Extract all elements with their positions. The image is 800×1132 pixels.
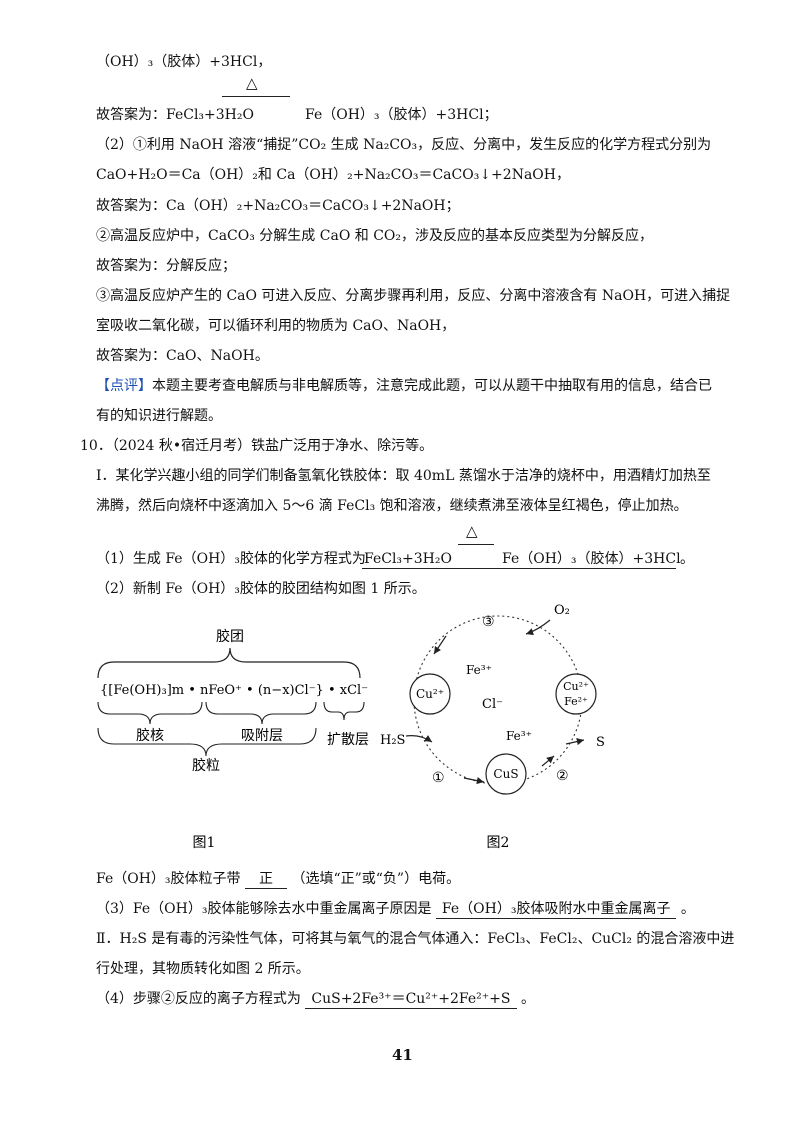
part-1-line-a: Ⅰ．某化学兴趣小组的同学们制备氢氧化铁胶体：取 40mL 蒸馏水于洁净的烧杯中，… [96, 468, 711, 484]
step-3-label: ③ [482, 614, 495, 630]
sub-question-1-end: 。 [680, 551, 694, 567]
question-2-line-4a: ③高温反应炉产生的 CaO 可进入反应、分离步骤再利用，反应、分离中溶液含有 N… [96, 288, 731, 304]
sub-question-1-answer-right: Fe（OH）₃（胶体）+3HCl [502, 551, 681, 567]
sulfur-label: S [596, 735, 605, 750]
charge-question: Fe（OH）₃胶体粒子带 正 （选填“正”或“负”）电荷。 [96, 869, 460, 889]
figure-2-cycle-diagram: O₂ ③ Fe³⁺ Cu²⁺ Cl⁻ Cu²⁺ Fe²⁺ H₂S Fe³⁺ S … [380, 603, 605, 850]
part-1-line-b: 沸腾，然后向烧杯中逐滴加入 5～6 滴 FeCl₃ 饱和溶液，继续煮沸至液体呈红… [96, 498, 688, 514]
micelle-formula: {[Fe(OH)₃]m • nFeO⁺ • (n−x)Cl⁻} • xCl⁻ [100, 683, 368, 698]
particle-label: 胶粒 [192, 757, 220, 774]
sub-question-4: （4）步骤②反应的离子方程式为 CuS+2Fe³⁺＝Cu²⁺+2Fe²⁺+S 。 [96, 989, 535, 1009]
question-2-line-4b: 室吸收二氧化碳，可以循环利用的物质为 CaO、NaOH， [96, 318, 456, 334]
question-2-line-1: （2）①利用 NaOH 溶液“捕捉”CO₂ 生成 Na₂CO₃，反应、分离中，发… [96, 137, 712, 153]
core-brace [97, 701, 203, 725]
h2s-arrow [405, 735, 433, 743]
fe3-top-label: Fe³⁺ [466, 663, 492, 677]
part-2-line-b: 行处理，其物质转化如图 2 所示。 [96, 961, 310, 977]
question-10-title: 10．（2024 秋•宿迁月考）铁盐广泛用于净水、除污等。 [80, 438, 434, 454]
comment-text-a: 本题主要考查电解质与非电解质等，注意完成此题，可以从题干中抽取有用的信息，结合已 [152, 378, 712, 394]
part-2-line-a: Ⅱ．H₂S 是有毒的污染性气体，可将其与氧气的混合气体通入：FeCl₃、FeCl… [96, 931, 735, 947]
fe3-mid-label: Fe³⁺ [506, 729, 532, 743]
sub-question-1-answer-left: FeCl₃+3H₂O [364, 551, 452, 567]
cu2-label: Cu²⁺ [416, 687, 444, 701]
equation-continuation: （OH）₃（胶体）+3HCl， [96, 54, 272, 70]
cycle-arrow-2 [541, 755, 555, 767]
step-2-label: ② [556, 768, 569, 784]
fe2-right-label: Fe²⁺ [564, 695, 588, 708]
sub-question-2: （2）新制 Fe（OH）₃胶体的胶团结构如图 1 所示。 [96, 581, 426, 597]
answer-line-4: 故答案为：CaO、NaOH。 [96, 348, 269, 364]
o2-arrow [525, 619, 551, 636]
question-2-line-3: ②高温反应炉中，CaCO₃ 分解生成 CaO 和 CO₂，涉及反应的基本反应类型… [96, 228, 653, 244]
particle-brace [97, 727, 317, 757]
answer-underline-1 [362, 568, 676, 569]
charge-prefix: Fe（OH）₃胶体粒子带 [96, 871, 241, 887]
cus-node [485, 753, 527, 795]
figure-1-caption: 图1 [193, 835, 216, 850]
heating-symbol: △ [246, 74, 258, 92]
adsorption-layer-brace [205, 701, 317, 725]
o2-label: O₂ [554, 603, 570, 618]
sub-question-4-prefix: （4）步骤②反应的离子方程式为 [96, 991, 301, 1007]
chloride-label: Cl⁻ [482, 697, 503, 712]
cu2-fe2-node [555, 673, 597, 715]
page-number: 41 [392, 1046, 413, 1064]
diffuse-layer-brace [323, 701, 365, 721]
answer-line-1-suffix: Fe（OH）₃（胶体）+3HCl； [305, 107, 498, 123]
answer-line-2: 故答案为：Ca（OH）₂+Na₂CO₃＝CaCO₃↓+2NaOH； [96, 198, 460, 214]
cus-label: CuS [493, 767, 518, 781]
cu2-right-label: Cu²⁺ [563, 680, 589, 693]
step-1-label: ① [432, 770, 445, 786]
comment-line-1: 【点评】本题主要考查电解质与非电解质等，注意完成此题，可以从题干中抽取有用的信息… [96, 376, 712, 396]
sub-question-4-end: 。 [520, 991, 535, 1007]
sub-question-3-end: 。 [680, 901, 695, 917]
comment-tag: 【点评】 [96, 378, 152, 394]
sub-question-3: （3）Fe（OH）₃胶体能够除去水中重金属离子原因是 Fe（OH）₃胶体吸附水中… [96, 899, 695, 919]
figure-1-micelle-structure: 胶团 {[Fe(OH)₃]m • nFeO⁺ • (n−x)Cl⁻} • xCl… [97, 628, 369, 850]
answer-line-1-prefix: 故答案为：FeCl₃+3H₂O [96, 107, 254, 123]
answer-line-3: 故答案为：分解反应； [96, 258, 236, 274]
comment-line-2: 有的知识进行解题。 [96, 408, 222, 424]
micelle-brace [97, 647, 361, 679]
cycle-arrow-3 [433, 635, 447, 655]
reaction-arrow-bar-2 [458, 544, 494, 545]
adsorption-layer-label: 吸附层 [241, 728, 283, 744]
reaction-arrow-bar [222, 96, 290, 97]
sub-question-3-answer: Fe（OH）₃胶体吸附水中重金属离子 [435, 901, 677, 919]
cycle-arrow-1 [463, 777, 485, 785]
cu2-node [409, 673, 451, 715]
charge-suffix: （选填“正”或“负”）电荷。 [291, 871, 461, 887]
micelle-label: 胶团 [216, 628, 244, 645]
heating-symbol-2: △ [466, 522, 478, 540]
s-arrow [565, 738, 585, 746]
h2s-label: H₂S [380, 733, 405, 748]
sub-question-3-prefix: （3）Fe（OH）₃胶体能够除去水中重金属离子原因是 [96, 901, 432, 917]
core-label: 胶核 [136, 727, 164, 744]
charge-answer: 正 [245, 871, 287, 889]
sub-question-1-prefix: （1）生成 Fe（OH）₃胶体的化学方程式为 [96, 551, 366, 567]
question-2-line-2: CaO+H₂O＝Ca（OH）₂和 Ca（OH）₂+Na₂CO₃＝CaCO₃↓+2… [96, 167, 570, 183]
sub-question-4-answer: CuS+2Fe³⁺＝Cu²⁺+2Fe²⁺+S [305, 991, 517, 1009]
figure-2-caption: 图2 [487, 835, 510, 850]
diffuse-layer-label: 扩散层 [327, 732, 369, 748]
